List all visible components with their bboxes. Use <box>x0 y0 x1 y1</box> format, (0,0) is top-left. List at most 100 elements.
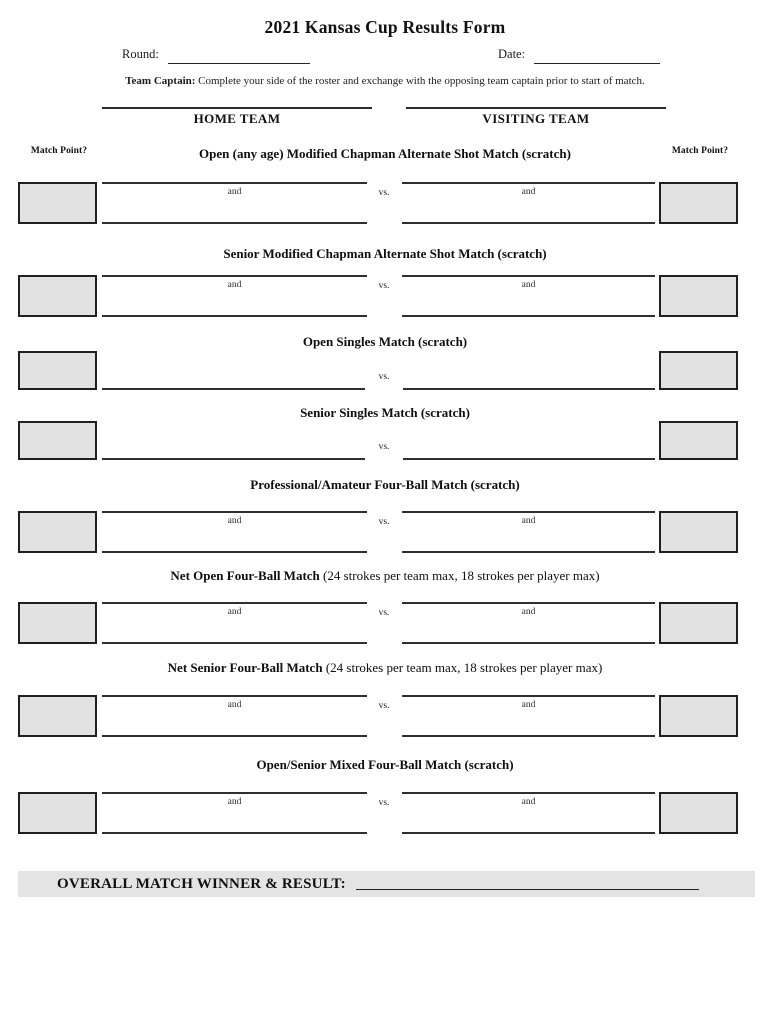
and-label: and <box>521 797 536 807</box>
date-input-line[interactable] <box>534 63 660 64</box>
home-player-line[interactable] <box>102 458 365 460</box>
home-player1-line[interactable] <box>102 182 367 184</box>
and-label: and <box>227 187 242 197</box>
section-heading-net-open-fourball: Net Open Four-Ball Match (24 strokes per… <box>170 568 600 583</box>
home-pair-field: and <box>102 511 367 553</box>
home-team-header: HOME TEAM <box>193 111 281 126</box>
section-heading-net-senior-fourball: Net Senior Four-Ball Match (24 strokes p… <box>167 660 603 675</box>
and-label: and <box>227 607 242 617</box>
visiting-player1-line[interactable] <box>402 275 655 277</box>
vs-label: vs. <box>378 442 390 452</box>
section-heading-senior-singles: Senior Singles Match (scratch) <box>300 405 470 420</box>
match-point-box-home[interactable] <box>18 695 97 737</box>
home-pair-field: and <box>102 602 367 644</box>
home-pair-field: and <box>102 792 367 834</box>
match-row-open-chapman: and vs. and <box>0 182 770 224</box>
visiting-pair-field: and <box>402 792 655 834</box>
match-point-label-visiting: Match Point? <box>671 146 729 156</box>
visiting-player2-line[interactable] <box>402 832 655 834</box>
home-player2-line[interactable] <box>102 735 367 737</box>
overall-result-label: OVERALL MATCH WINNER & RESULT: <box>57 875 346 892</box>
vs-label: vs. <box>378 608 390 618</box>
visiting-player2-line[interactable] <box>402 642 655 644</box>
visiting-player1-line[interactable] <box>402 792 655 794</box>
and-label: and <box>521 700 536 710</box>
vs-label: vs. <box>378 798 390 808</box>
home-pair-field: and <box>102 695 367 737</box>
home-player1-line[interactable] <box>102 602 367 604</box>
match-point-box-home[interactable] <box>18 351 97 390</box>
and-label: and <box>227 516 242 526</box>
date-label: Date: <box>498 47 526 61</box>
round-input-line[interactable] <box>168 63 310 64</box>
captain-instruction: Team Captain: Complete your side of the … <box>0 75 770 87</box>
home-player1-line[interactable] <box>102 695 367 697</box>
home-player1-line[interactable] <box>102 511 367 513</box>
home-player2-line[interactable] <box>102 551 367 553</box>
visiting-player1-line[interactable] <box>402 695 655 697</box>
home-player-line[interactable] <box>102 388 365 390</box>
match-row-open-singles: vs. <box>0 351 770 390</box>
match-point-box-home[interactable] <box>18 511 97 553</box>
home-player2-line[interactable] <box>102 315 367 317</box>
match-point-box-home[interactable] <box>18 421 97 460</box>
visiting-player-line[interactable] <box>403 388 655 390</box>
visiting-player1-line[interactable] <box>402 511 655 513</box>
section-heading-proam-fourball: Professional/Amateur Four-Ball Match (sc… <box>250 477 520 492</box>
visiting-player2-line[interactable] <box>402 222 655 224</box>
home-player1-line[interactable] <box>102 275 367 277</box>
match-row-net-open-fourball: and vs. and <box>0 602 770 644</box>
visiting-pair-field: and <box>402 695 655 737</box>
overall-result-line[interactable] <box>355 888 699 890</box>
home-team-rule <box>102 107 372 109</box>
round-label: Round: <box>122 47 159 61</box>
vs-label: vs. <box>378 701 390 711</box>
visiting-player2-line[interactable] <box>402 315 655 317</box>
overall-result-bar: OVERALL MATCH WINNER & RESULT: <box>18 871 755 897</box>
visiting-player1-line[interactable] <box>402 602 655 604</box>
vs-label: vs. <box>378 281 390 291</box>
match-row-proam-fourball: and vs. and <box>0 511 770 553</box>
visiting-player2-line[interactable] <box>402 735 655 737</box>
visiting-player2-line[interactable] <box>402 551 655 553</box>
home-player2-line[interactable] <box>102 642 367 644</box>
match-point-box-visiting[interactable] <box>659 421 738 460</box>
match-point-box-visiting[interactable] <box>659 602 738 644</box>
match-point-box-visiting[interactable] <box>659 695 738 737</box>
and-label: and <box>227 700 242 710</box>
match-row-senior-chapman: and vs. and <box>0 275 770 317</box>
match-point-box-home[interactable] <box>18 602 97 644</box>
captain-instruction-lead: Team Captain: <box>125 75 196 87</box>
match-point-box-home[interactable] <box>18 182 97 224</box>
home-pair-field: and <box>102 275 367 317</box>
section-heading-mixed-fourball: Open/Senior Mixed Four-Ball Match (scrat… <box>256 757 514 772</box>
match-point-box-visiting[interactable] <box>659 511 738 553</box>
match-point-box-visiting[interactable] <box>659 275 738 317</box>
match-point-box-visiting[interactable] <box>659 351 738 390</box>
match-point-box-visiting[interactable] <box>659 182 738 224</box>
visiting-pair-field: and <box>402 602 655 644</box>
visiting-team-rule <box>406 107 666 109</box>
match-row-net-senior-fourball: and vs. and <box>0 695 770 737</box>
home-player1-line[interactable] <box>102 792 367 794</box>
and-label: and <box>521 516 536 526</box>
visiting-player1-line[interactable] <box>402 182 655 184</box>
match-point-box-visiting[interactable] <box>659 792 738 834</box>
visiting-player-line[interactable] <box>403 458 655 460</box>
visiting-pair-field: and <box>402 182 655 224</box>
home-pair-field: and <box>102 182 367 224</box>
section-heading-open-chapman: Open (any age) Modified Chapman Alternat… <box>199 146 571 161</box>
and-label: and <box>521 607 536 617</box>
match-point-box-home[interactable] <box>18 275 97 317</box>
vs-label: vs. <box>378 517 390 527</box>
visiting-pair-field: and <box>402 275 655 317</box>
match-point-box-home[interactable] <box>18 792 97 834</box>
home-player2-line[interactable] <box>102 222 367 224</box>
section-heading-open-singles: Open Singles Match (scratch) <box>302 334 468 349</box>
section-heading-senior-chapman: Senior Modified Chapman Alternate Shot M… <box>223 246 547 261</box>
home-player2-line[interactable] <box>102 832 367 834</box>
and-label: and <box>521 280 536 290</box>
visiting-team-header: VISITING TEAM <box>482 111 590 126</box>
match-row-mixed-fourball: and vs. and <box>0 792 770 834</box>
